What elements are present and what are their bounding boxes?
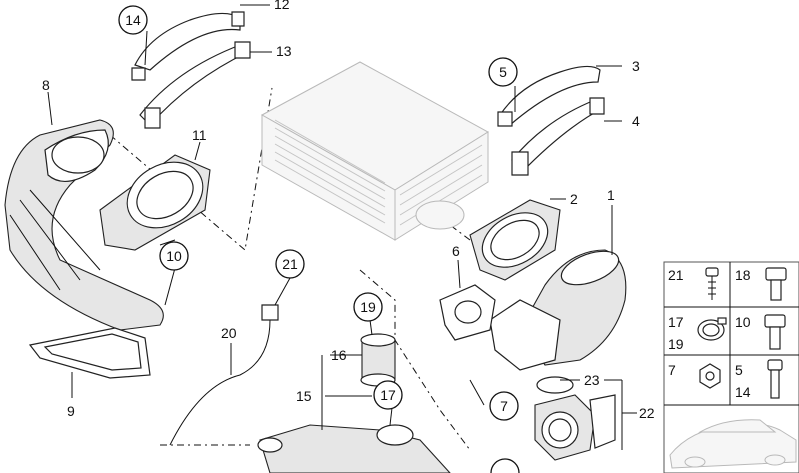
socket-screw-icon [767, 359, 783, 399]
legend-5: 5 [735, 362, 743, 378]
legend-17: 17 [668, 314, 684, 330]
callout-circle-7: 7 [489, 391, 519, 421]
callout-circle-19: 19 [353, 292, 383, 322]
gasket-part-9 [28, 327, 151, 379]
intake-pipe-part-15 [257, 424, 451, 473]
callout-20: 20 [221, 325, 237, 341]
callout-1: 1 [607, 187, 615, 203]
sleeve-part-16 [360, 333, 396, 387]
callout-8: 8 [42, 77, 50, 93]
flange-gasket-part-6 [439, 284, 496, 341]
elbow-pipe-part-1 [489, 249, 627, 371]
legend-10: 10 [735, 314, 751, 330]
car-silhouette-icon [669, 419, 797, 469]
legend-7: 7 [668, 362, 676, 378]
legend-14: 14 [735, 384, 751, 400]
throttle-body-part-22 [534, 376, 616, 461]
leader-lines [47, 4, 637, 450]
legend-19: 19 [668, 336, 684, 352]
callout-11: 11 [192, 127, 207, 143]
hose-clamp-icon [697, 317, 727, 341]
boot-part-11 [99, 154, 211, 251]
bolt-icon [764, 314, 786, 350]
circled-callouts: 14 5 10 21 19 17 7 [118, 5, 520, 473]
callout-6: 6 [452, 243, 460, 259]
nut-icon [699, 363, 721, 389]
callout-16: 16 [331, 347, 347, 363]
svg-text:14: 14 [125, 12, 141, 28]
svg-text:19: 19 [360, 299, 376, 315]
callout-4: 4 [632, 113, 640, 129]
callout-circle-14: 14 [118, 5, 148, 35]
callout-3: 3 [632, 58, 640, 74]
svg-text:5: 5 [499, 64, 507, 80]
callout-12: 12 [274, 0, 290, 12]
legend-21: 21 [668, 267, 684, 283]
callout-2: 2 [570, 191, 578, 207]
svg-text:21: 21 [282, 256, 298, 272]
svg-text:17: 17 [380, 387, 396, 403]
callout-22: 22 [639, 405, 655, 421]
callout-circle-17: 17 [373, 380, 403, 410]
callout-circle-5: 5 [488, 57, 518, 87]
hex-bolt-icon [765, 267, 787, 301]
callout-23: 23 [584, 372, 600, 388]
small-screw-icon [705, 267, 719, 300]
clamps-parts-12-13 [131, 11, 251, 129]
callout-circle-partial [490, 458, 520, 473]
callout-13: 13 [276, 43, 292, 59]
callout-15: 15 [296, 388, 312, 404]
intercooler-ghost [260, 61, 489, 241]
hose-part-20 [169, 304, 279, 446]
callout-9: 9 [67, 403, 75, 419]
legend-18: 18 [735, 267, 751, 283]
clamps-parts-3-4 [497, 65, 605, 176]
fastener-legend: 21 18 17 19 10 7 5 14 [663, 261, 799, 473]
air-duct-part-8 [4, 119, 164, 331]
callout-circle-10: 10 [159, 241, 189, 271]
callout-labels: 8 11 12 13 3 4 2 1 6 9 20 16 15 23 22 [42, 0, 655, 421]
boot-part-2 [469, 199, 561, 281]
svg-text:10: 10 [166, 248, 182, 264]
callout-circle-21: 21 [275, 249, 305, 279]
svg-text:7: 7 [500, 398, 508, 414]
